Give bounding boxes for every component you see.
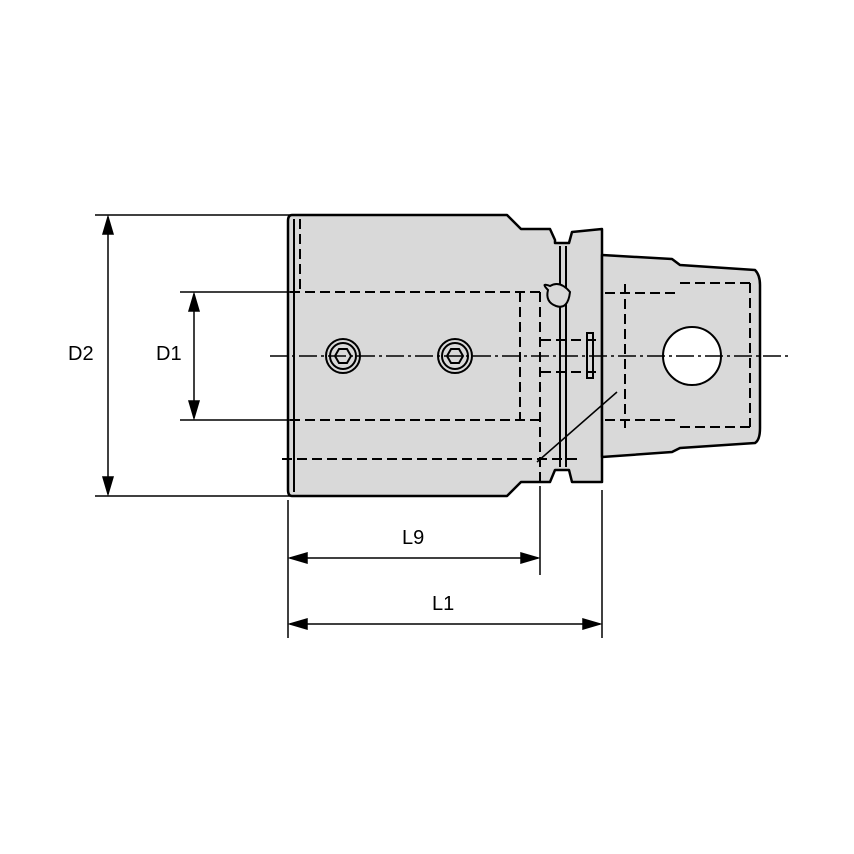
d1-label: D1 [156,343,182,365]
l9-label: L9 [402,527,425,549]
l1-label: L1 [432,593,455,615]
dimension-lines [95,214,603,638]
d2-label: D2 [68,343,94,365]
